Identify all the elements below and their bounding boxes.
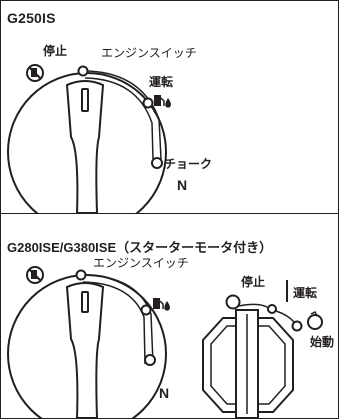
engine-switch-label: エンジンスイッチ [93, 256, 189, 270]
stop-position-marker [75, 269, 87, 281]
key-start-marker [291, 320, 303, 332]
run-label: 運転 [149, 75, 174, 89]
stop-position-marker [77, 65, 89, 77]
g250is-diagram [7, 64, 171, 213]
start-label: 始動 [310, 335, 335, 349]
stop-label: 停止 [241, 275, 266, 289]
fuel-pump-icon [154, 95, 165, 106]
no-fuel-icon [26, 64, 44, 82]
fuel-drop-icon [165, 98, 171, 108]
switch-arc-track [82, 70, 162, 160]
key-switch-body [202, 317, 294, 413]
run-position-marker [140, 304, 152, 316]
choke-icon: N [177, 177, 188, 193]
run-label: 運転 [293, 286, 318, 300]
knob-grip [65, 282, 105, 418]
g280ise-diagram [7, 266, 323, 418]
choke-position-marker [144, 354, 156, 366]
model-title: G280ISE/G380ISE（スターターモータ付き） [7, 240, 273, 255]
choke-label: チョーク [164, 157, 213, 171]
model-title: G250IS [7, 10, 56, 26]
choke-position-marker [151, 157, 163, 169]
key-stop-marker [225, 294, 241, 310]
knob-grip [65, 80, 105, 213]
choke-icon: N [159, 385, 170, 401]
engine-switch-label: エンジンスイッチ [101, 46, 197, 60]
run-position-marker [142, 97, 154, 109]
g280ise-g380ise-panel: G280ISE/G380ISE（スターターモータ付き） エンジンスイッチ 停止 … [0, 213, 339, 419]
stop-label: 停止 [43, 44, 68, 58]
fuel-drop-icon [164, 301, 170, 311]
start-rotation-icon [307, 310, 323, 330]
g250is-panel: G250IS 停止 エンジンスイッチ 運転 チョーク N [0, 0, 339, 214]
knob-pointer [81, 88, 89, 112]
no-fuel-icon [26, 266, 44, 284]
key-run-marker [267, 304, 277, 314]
knob-pointer [81, 291, 89, 313]
fuel-pump-icon [153, 298, 164, 309]
